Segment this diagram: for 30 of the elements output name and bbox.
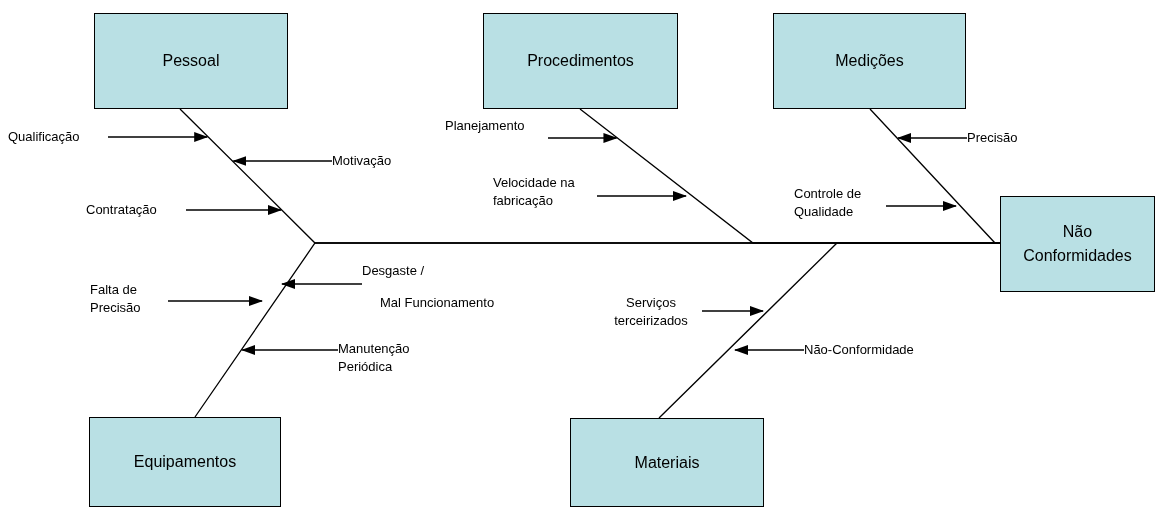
cause-label: Contratação: [86, 201, 186, 219]
arrow: [885, 201, 957, 211]
category-box: Procedimentos: [483, 13, 678, 109]
category-box: Materiais: [570, 418, 764, 507]
cause-label: Falta de Precisão: [90, 281, 168, 317]
cause-label: Qualificação: [8, 128, 108, 146]
cause-label: Precisão: [967, 129, 1037, 147]
category-box: Não Conformidades: [1000, 196, 1155, 292]
arrow: [107, 132, 209, 142]
arrow: [167, 296, 263, 306]
cause-label: Controle de Qualidade: [794, 185, 886, 221]
arrow: [281, 279, 363, 289]
category-box: Pessoal: [94, 13, 288, 109]
cause-label: Motivação: [332, 152, 414, 170]
arrow: [734, 345, 805, 355]
cause-label: Não-Conformidade: [804, 341, 954, 359]
cause-label: Manutenção Periódica: [338, 340, 428, 376]
cause-label: Planejamento: [445, 117, 548, 135]
arrow: [547, 133, 618, 143]
category-box: Medições: [773, 13, 966, 109]
category-box: Equipamentos: [89, 417, 281, 507]
arrow: [185, 205, 282, 215]
cause-label: Desgaste / Mal Funcionamento: [362, 255, 534, 305]
arrow: [241, 345, 339, 355]
arrow: [701, 306, 764, 316]
arrow: [897, 133, 968, 143]
arrow: [232, 156, 333, 166]
arrow: [596, 191, 687, 201]
cause-label: Velocidade na fabricação: [493, 174, 597, 210]
cause-label: Serviços terceirizados: [600, 294, 702, 330]
